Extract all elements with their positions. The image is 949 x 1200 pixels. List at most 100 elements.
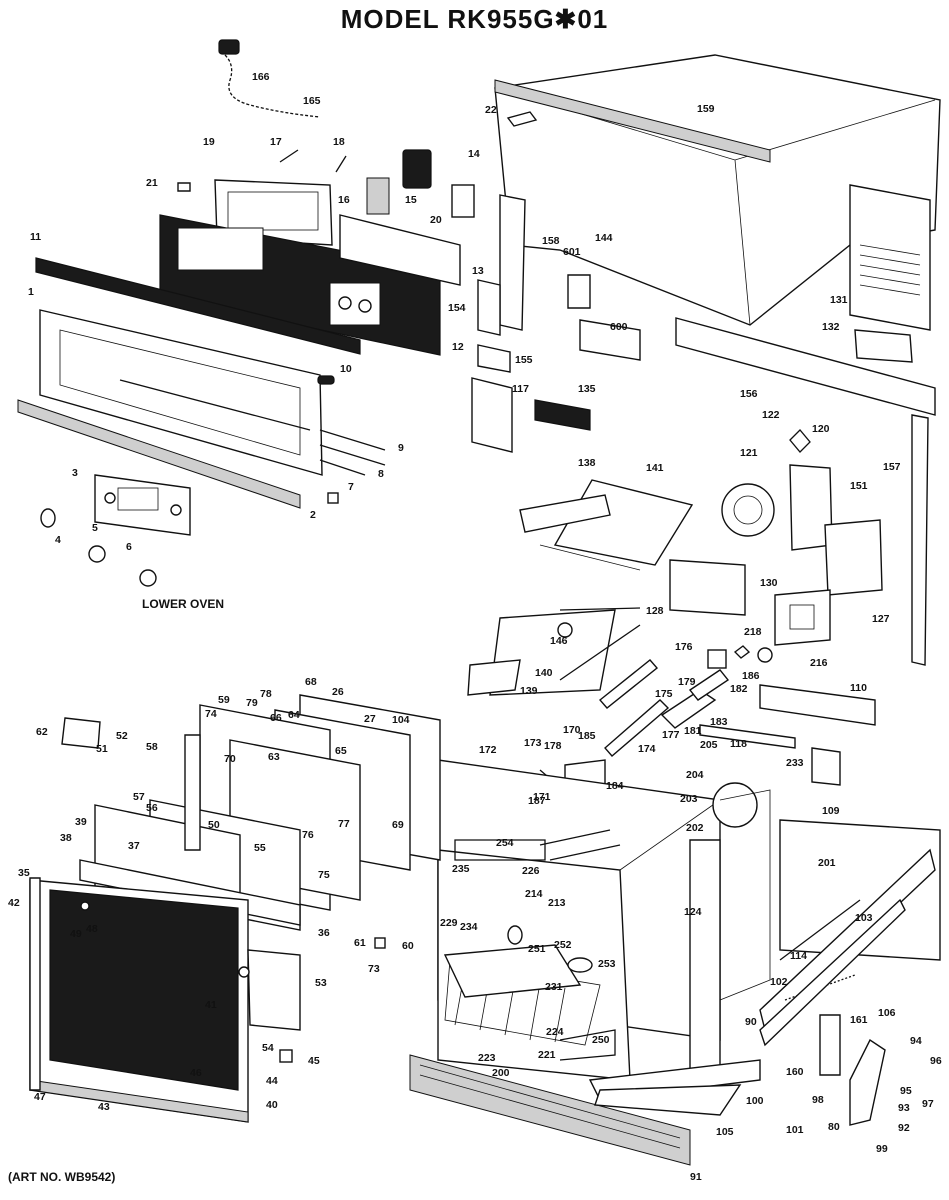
part-label-35: 35 bbox=[18, 867, 30, 879]
part-label-131: 131 bbox=[830, 294, 848, 306]
part-label-98: 98 bbox=[812, 1094, 824, 1106]
part-label-109: 109 bbox=[822, 805, 840, 817]
bracket-16 bbox=[339, 214, 461, 286]
part-label-141: 141 bbox=[646, 462, 664, 474]
part-label-221: 221 bbox=[538, 1049, 556, 1061]
wire-harness bbox=[224, 54, 321, 118]
part-label-73: 73 bbox=[368, 963, 380, 975]
part-label-39: 39 bbox=[75, 816, 87, 828]
part-label-8: 8 bbox=[378, 468, 384, 480]
part-label-79: 79 bbox=[246, 697, 258, 709]
rail-118 bbox=[699, 724, 796, 749]
part-label-130: 130 bbox=[760, 577, 778, 589]
part-label-201: 201 bbox=[818, 857, 836, 869]
part-label-70: 70 bbox=[224, 753, 236, 765]
part-label-26: 26 bbox=[332, 686, 344, 698]
part-label-158: 158 bbox=[542, 235, 560, 247]
part-label-56: 56 bbox=[146, 802, 158, 814]
part-label-43: 43 bbox=[98, 1101, 110, 1113]
part-label-4: 4 bbox=[55, 534, 61, 546]
part-label-50: 50 bbox=[208, 819, 220, 831]
part-label-252: 252 bbox=[554, 939, 572, 951]
part-label-77: 77 bbox=[338, 818, 350, 830]
part-label-75: 75 bbox=[318, 869, 330, 881]
part-label-251: 251 bbox=[528, 943, 546, 955]
part-label-13: 13 bbox=[472, 265, 484, 277]
part-label-44: 44 bbox=[266, 1075, 278, 1087]
part-label-58: 58 bbox=[146, 741, 158, 753]
part-label-175: 175 bbox=[655, 688, 673, 700]
rail-114 bbox=[779, 899, 861, 961]
part-label-80: 80 bbox=[828, 1121, 840, 1133]
part-label-10: 10 bbox=[340, 363, 352, 375]
part-label-5: 5 bbox=[92, 522, 98, 534]
part-label-18: 18 bbox=[333, 136, 345, 148]
part-label-216: 216 bbox=[810, 657, 828, 669]
part-label-200: 200 bbox=[492, 1067, 510, 1079]
bracket-139 bbox=[467, 659, 521, 696]
part-label-48: 48 bbox=[86, 923, 98, 935]
part-label-74: 74 bbox=[205, 708, 217, 720]
part-186 bbox=[733, 645, 751, 659]
trim-strip-11 bbox=[35, 257, 361, 355]
part-label-47: 47 bbox=[34, 1091, 46, 1103]
clip-10 bbox=[317, 375, 335, 385]
bracket-127 bbox=[824, 519, 883, 596]
lower-oven-caption: LOWER OVEN bbox=[142, 597, 225, 611]
control-15 bbox=[402, 149, 432, 189]
clock-3 bbox=[94, 474, 191, 536]
part-label-16: 16 bbox=[338, 194, 350, 206]
rail-159 bbox=[494, 79, 771, 163]
part-label-185: 185 bbox=[578, 730, 596, 742]
part-label-21: 21 bbox=[146, 177, 158, 189]
part-label-53: 53 bbox=[315, 977, 327, 989]
part-label-106: 106 bbox=[878, 1007, 896, 1019]
part-label-95: 95 bbox=[900, 1085, 912, 1097]
model-title: MODEL RK955G✱01 bbox=[340, 4, 609, 34]
part-label-15: 15 bbox=[405, 194, 417, 206]
part-label-22: 22 bbox=[485, 104, 497, 116]
part-label-41: 41 bbox=[205, 999, 217, 1011]
brace-157 bbox=[911, 414, 929, 666]
knob-6 bbox=[139, 569, 157, 587]
part-label-3: 3 bbox=[72, 467, 78, 479]
part-label-170: 170 bbox=[563, 724, 581, 736]
part-label-154: 154 bbox=[448, 302, 466, 314]
part-label-132: 132 bbox=[822, 321, 840, 333]
part-label-144: 144 bbox=[595, 232, 613, 244]
door-glass-44 bbox=[49, 889, 239, 1091]
lamp-231 bbox=[567, 957, 593, 973]
cabinet-frame-109 bbox=[779, 819, 941, 961]
broil-element-226 bbox=[539, 829, 621, 861]
element-250 bbox=[559, 1029, 616, 1061]
part-label-171: 171 bbox=[533, 791, 551, 803]
clip-22 bbox=[506, 111, 538, 127]
terminal-135 bbox=[534, 399, 591, 431]
part-label-138: 138 bbox=[578, 457, 596, 469]
hinge-80 bbox=[849, 1038, 886, 1126]
part-label-601: 601 bbox=[563, 246, 581, 258]
duct-130 bbox=[669, 559, 746, 616]
light-251 bbox=[507, 925, 523, 945]
part-label-117: 117 bbox=[512, 383, 529, 395]
part-label-27: 27 bbox=[364, 713, 376, 725]
part-label-63: 63 bbox=[268, 751, 280, 763]
part-label-2: 2 bbox=[310, 509, 316, 521]
bake-element-254 bbox=[454, 839, 546, 861]
part-label-146: 146 bbox=[550, 635, 568, 647]
part-label-103: 103 bbox=[855, 912, 873, 924]
part-label-135: 135 bbox=[578, 383, 596, 395]
rail-103 bbox=[759, 848, 936, 1032]
part-label-65: 65 bbox=[335, 745, 347, 757]
part-label-172: 172 bbox=[479, 744, 497, 756]
outer-wrapper bbox=[719, 789, 771, 1001]
part-label-9: 9 bbox=[398, 442, 404, 454]
part-label-110: 110 bbox=[850, 682, 867, 694]
part-label-160: 160 bbox=[786, 1066, 804, 1078]
part-label-231: 231 bbox=[545, 981, 563, 993]
part-label-49: 49 bbox=[70, 928, 82, 940]
part-label-62: 62 bbox=[36, 726, 48, 738]
part-label-68: 68 bbox=[305, 676, 317, 688]
